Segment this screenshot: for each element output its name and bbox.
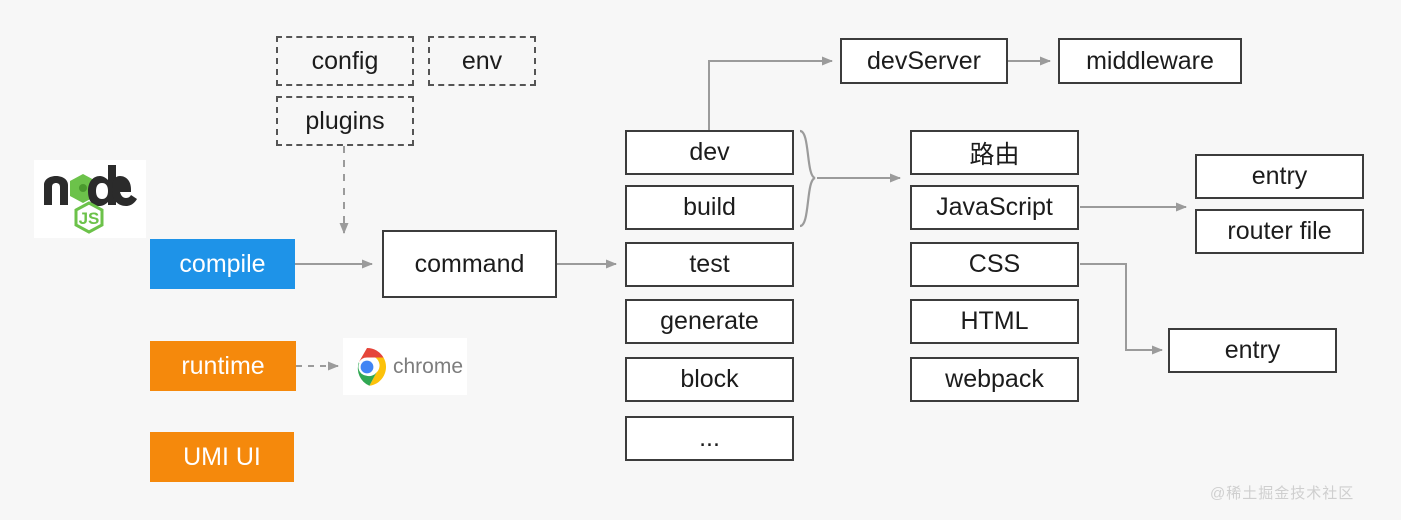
command-item-generate[interactable]: generate [625, 299, 794, 344]
plugins-box[interactable]: plugins [276, 96, 414, 146]
env-box[interactable]: env [428, 36, 536, 86]
devserver-box[interactable]: devServer [840, 38, 1008, 84]
artifact-css[interactable]: CSS [910, 242, 1079, 287]
edge-dev-devserver [708, 56, 833, 130]
command-item-dev[interactable]: dev [625, 130, 794, 175]
chrome-label: chrome [392, 354, 464, 378]
output-entry-bottom[interactable]: entry [1168, 328, 1337, 373]
output-entry-top[interactable]: entry [1195, 154, 1364, 199]
command-item-more[interactable]: ... [625, 416, 794, 461]
artifact-javascript[interactable]: JavaScript [910, 185, 1079, 230]
command-item-block[interactable]: block [625, 357, 794, 402]
compile-chip[interactable]: compile [150, 239, 295, 289]
command-item-test[interactable]: test [625, 242, 794, 287]
output-router-file[interactable]: router file [1195, 209, 1364, 254]
watermark: @稀土掘金技术社区 [1210, 485, 1355, 502]
nodejs-logo: JS [34, 160, 146, 238]
config-box[interactable]: config [276, 36, 414, 86]
chrome-logo: chrome [343, 338, 467, 395]
command-item-build[interactable]: build [625, 185, 794, 230]
command-box[interactable]: command [382, 230, 557, 298]
nodejs-logo-icon: JS [44, 165, 137, 234]
edge-css-entry [1080, 263, 1163, 355]
runtime-chip[interactable]: runtime [150, 341, 296, 391]
chrome-icon [347, 347, 387, 386]
brace-dev-build [799, 129, 816, 228]
artifact-webpack[interactable]: webpack [910, 357, 1079, 402]
artifact-route[interactable]: 路由 [910, 130, 1079, 175]
svg-text:JS: JS [79, 209, 100, 228]
artifact-html[interactable]: HTML [910, 299, 1079, 344]
middleware-box[interactable]: middleware [1058, 38, 1242, 84]
umi-ui-chip[interactable]: UMI UI [150, 432, 294, 482]
